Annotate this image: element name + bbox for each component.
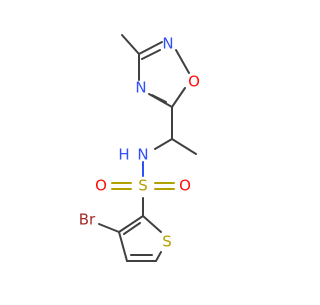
atom-s-thiophene: S [162, 233, 172, 251]
bond-c2-c3 [118, 215, 144, 233]
bond-c5-n4-double [151, 94, 167, 103]
atom-br: Br [79, 211, 96, 229]
bond-c3-c4 [118, 231, 128, 262]
bond-o1-c5 [171, 87, 186, 108]
bond-c2-c3-double [123, 222, 141, 235]
bond-c3-n2 [138, 41, 163, 55]
bond-c3-br [98, 223, 120, 233]
atom-s-sulfonyl: S [138, 177, 148, 195]
atom-n-amine: N [137, 146, 148, 164]
molecule-structure-diagram: N O N H N S O O Br S [79, 34, 200, 262]
bonds [98, 34, 197, 262]
bond-s-c2-ring [142, 215, 162, 233]
bond-ch-ch3 [171, 138, 197, 155]
atom-labels: N O N H N S O O Br S [79, 35, 200, 251]
atom-o-sulfonyl-left: O [95, 177, 107, 195]
bond-c5-s [155, 251, 162, 262]
bond-ch-nh [154, 138, 173, 150]
atom-h-amine: H [118, 146, 129, 164]
bond-n2-o1 [175, 49, 190, 74]
atom-n-oxadiazole-top: N [162, 35, 173, 53]
atom-o-oxadiazole: O [188, 73, 200, 91]
bond-c3-n2-double [141, 49, 161, 60]
atom-n-oxadiazole-left: N [135, 79, 146, 97]
atom-o-sulfonyl-right: O [179, 177, 191, 195]
bond-methyl-c3 [121, 34, 140, 55]
